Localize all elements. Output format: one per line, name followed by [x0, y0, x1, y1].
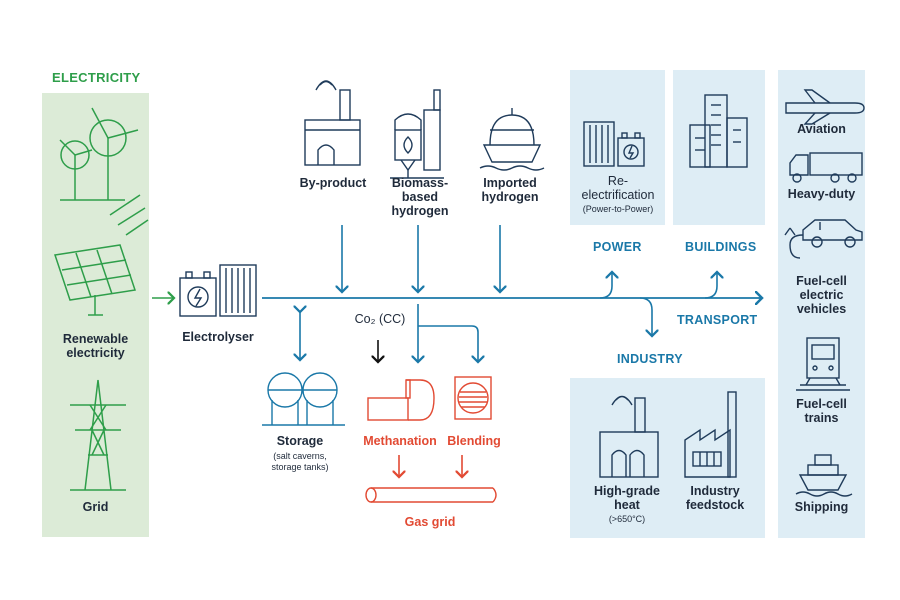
blending-label: Blending — [447, 434, 501, 448]
buildings-heading: BUILDINGS — [685, 240, 757, 254]
fuel-cell-vehicles-label: Fuel-cell electric vehicles — [796, 274, 847, 316]
power-pylon-icon — [70, 379, 126, 491]
blending-icon — [454, 376, 492, 420]
biomass-plant-icon — [390, 89, 444, 179]
industry-heading: INDUSTRY — [617, 352, 683, 366]
imported-hydrogen-label: Imported hydrogen — [481, 176, 539, 204]
truck-icon — [789, 152, 863, 183]
storage-label: Storage — [276, 434, 324, 448]
transport-heading: TRANSPORT — [677, 313, 758, 327]
shipping-label: Shipping — [794, 500, 849, 514]
methanation-label: Methanation — [363, 434, 437, 448]
feedstock-factory-icon — [684, 391, 737, 478]
high-grade-heat-label: High-grade heat — [594, 484, 660, 512]
cargo-ship-icon — [795, 454, 853, 497]
train-icon — [796, 337, 850, 391]
industry-panel — [570, 378, 765, 538]
wind-turbine-icon — [59, 107, 139, 201]
by-product-label: By-product — [299, 176, 367, 190]
re-electrification-icon — [583, 121, 645, 167]
biomass-hydrogen-label: Biomass- based hydrogen — [391, 176, 449, 218]
renewable-electricity-label: Renewable electricity — [62, 332, 129, 360]
grid-label: Grid — [82, 500, 109, 514]
power-to-power-note: (Power-to-Power) — [582, 204, 654, 214]
re-electrification-label: Re- electrification — [581, 174, 655, 202]
buildings-panel — [673, 70, 765, 225]
aviation-label: Aviation — [797, 122, 846, 136]
fuel-cell-trains-label: Fuel-cell trains — [796, 397, 847, 425]
heavy-duty-label: Heavy-duty — [787, 187, 856, 201]
heat-factory-icon — [599, 395, 659, 478]
transport-panel — [778, 70, 865, 538]
methanation-tank-icon — [367, 379, 435, 421]
factory-icon — [304, 80, 361, 166]
buildings-icon — [689, 94, 748, 168]
gas-pipe-icon — [365, 487, 497, 503]
electricity-heading: ELECTRICITY — [52, 70, 141, 85]
airplane-icon — [785, 89, 865, 125]
co2-label: Co₂ (CC) — [354, 312, 406, 326]
hydrogen-tanker-ship-icon — [479, 108, 545, 171]
gas-grid-label: Gas grid — [404, 515, 456, 529]
electric-car-icon — [784, 219, 863, 259]
electrolyser-label: Electrolyser — [182, 330, 254, 344]
solar-panel-icon — [54, 194, 149, 316]
electrolyser-icon — [179, 264, 257, 317]
storage-tanks-icon — [262, 372, 345, 426]
power-heading: POWER — [593, 240, 642, 254]
heat-temperature-note: (>650°C) — [608, 514, 646, 524]
industry-feedstock-label: Industry feedstock — [685, 484, 745, 512]
storage-note: (salt caverns, storage tanks) — [271, 451, 329, 472]
